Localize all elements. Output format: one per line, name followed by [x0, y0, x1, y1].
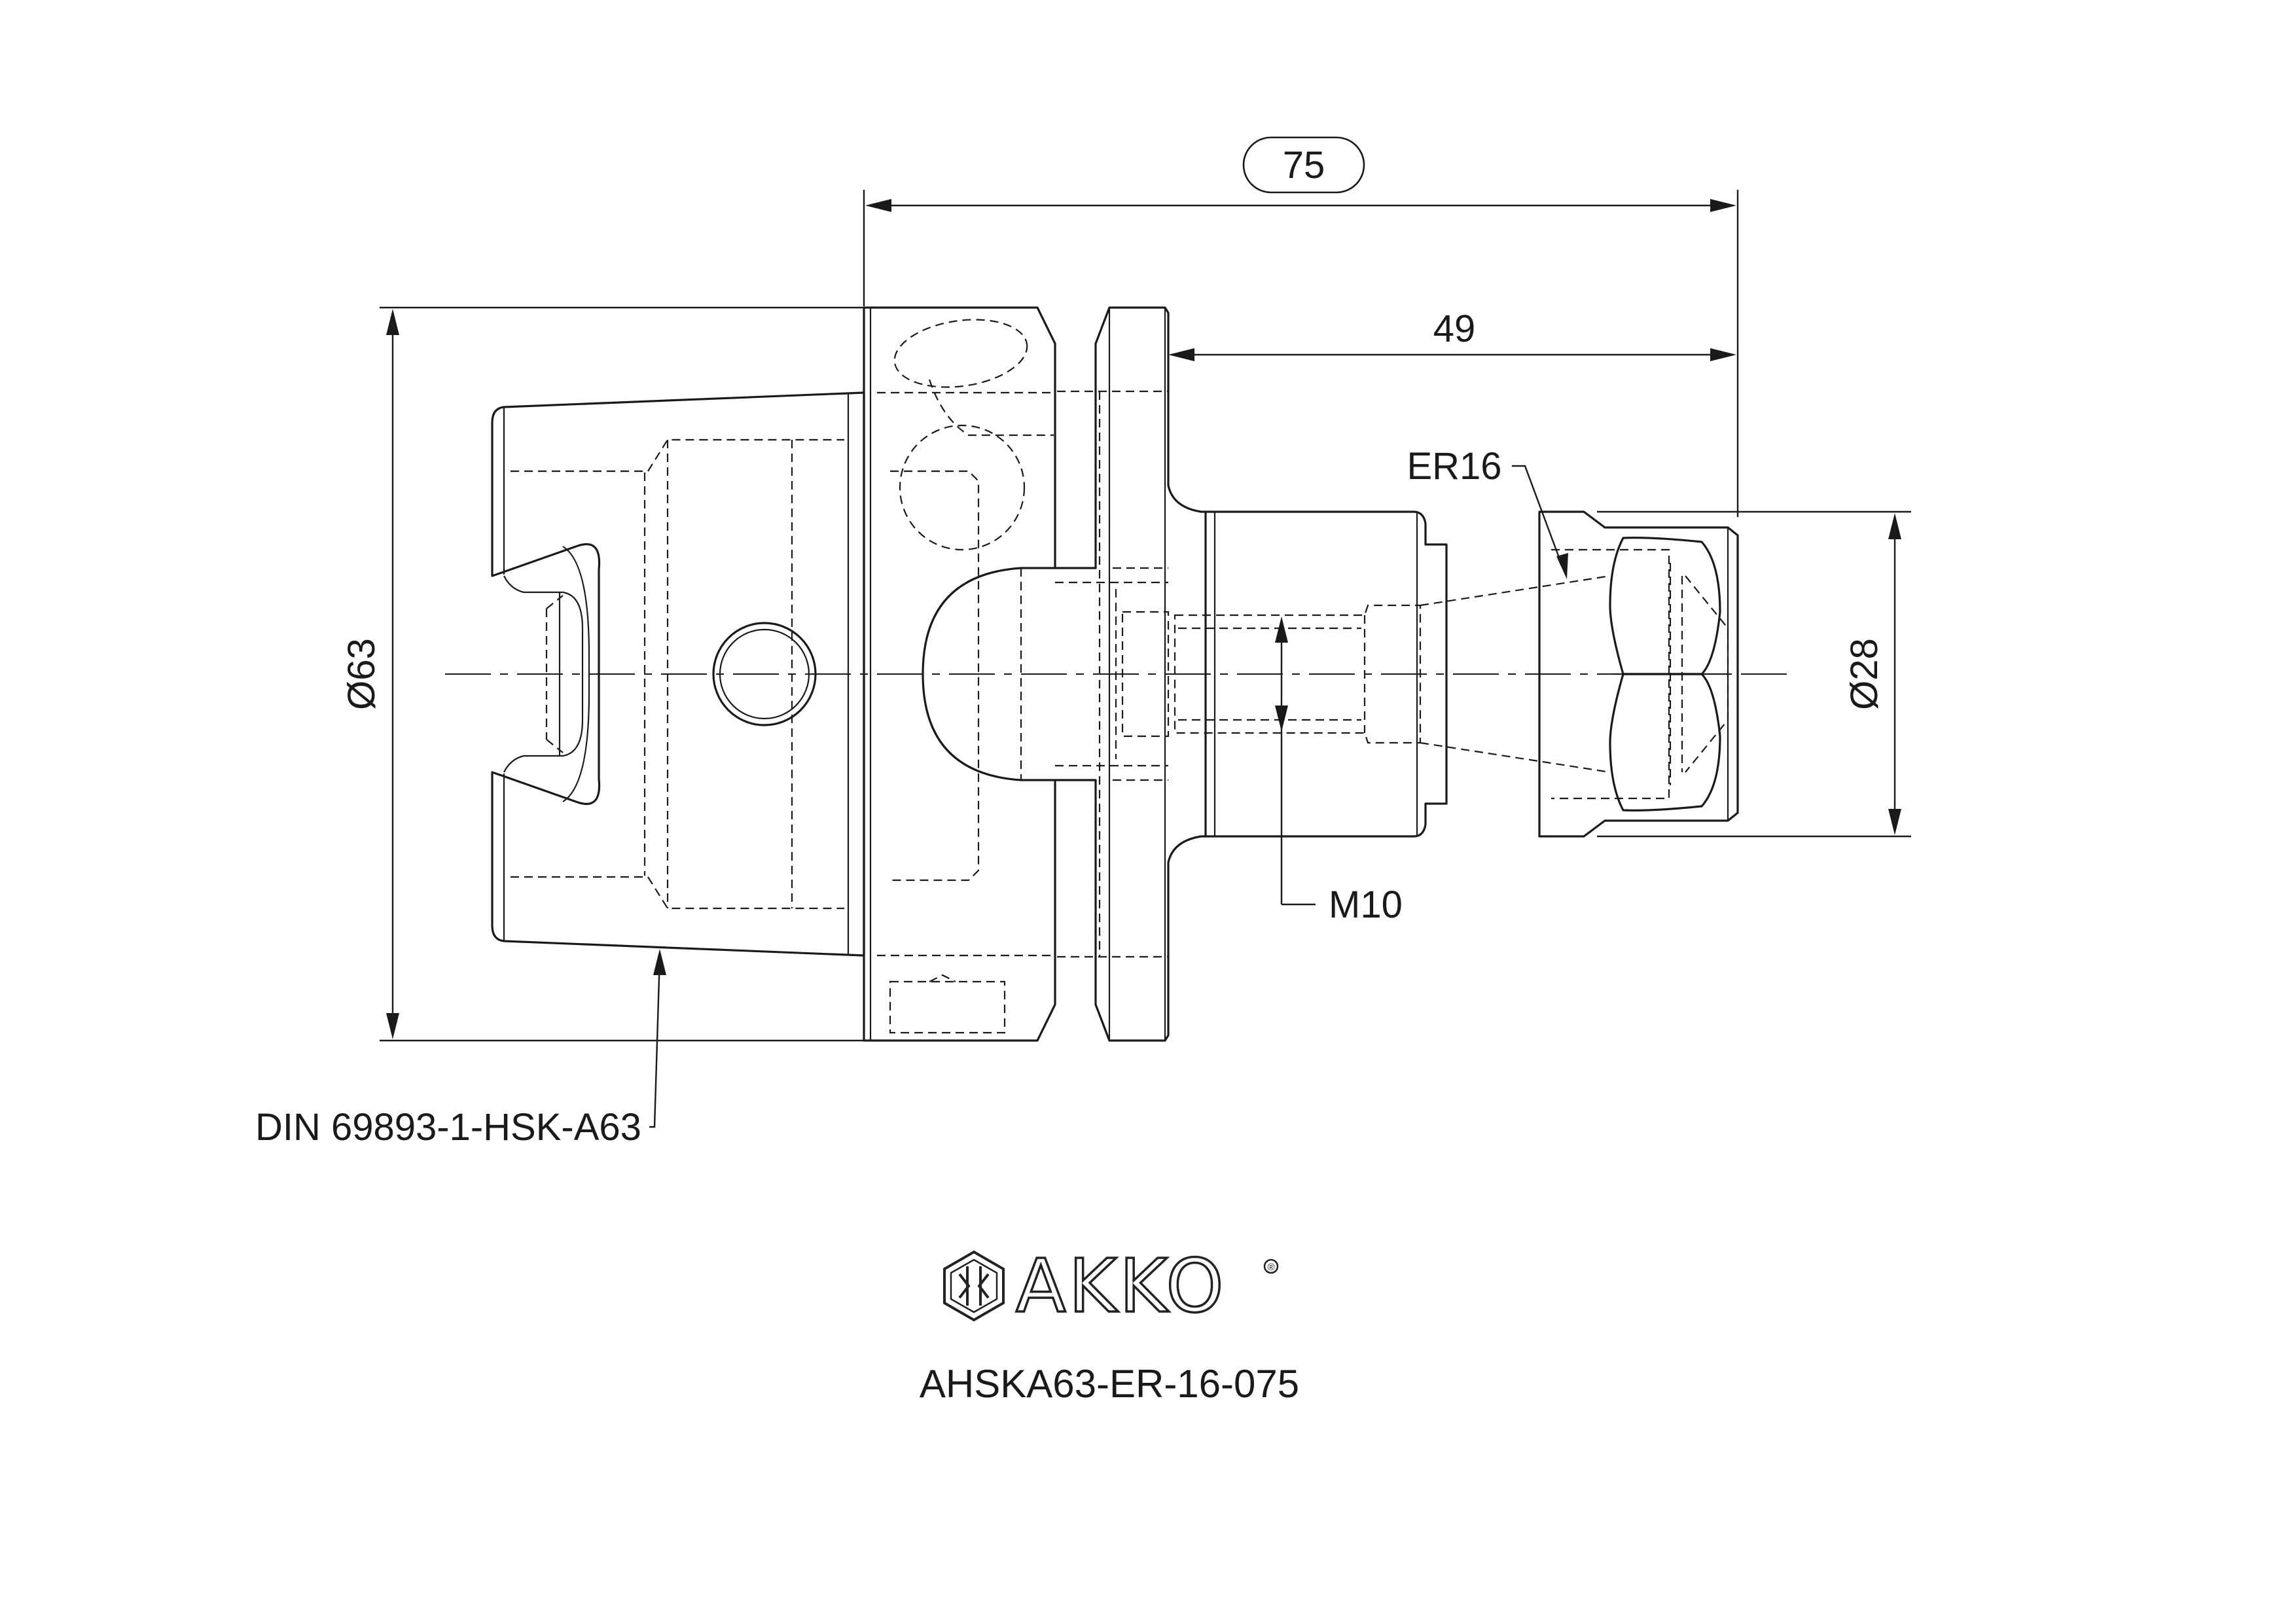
callout-er16-label: ER16: [1407, 445, 1501, 488]
dimension-28-label: Ø28: [1843, 638, 1886, 710]
collet-nut: [1538, 510, 1739, 838]
akko-logo: AKKO ®: [943, 1243, 1279, 1330]
registered-mark-icon: [1263, 1258, 1279, 1274]
dimension-75-label: 75: [1283, 144, 1325, 187]
dimension-63-label: Ø63: [340, 638, 383, 710]
dimension-box: [1242, 136, 1365, 194]
hsk-taper-shank: [491, 391, 865, 957]
part-number: AHSKA63-ER-16-075: [920, 1362, 1299, 1406]
dimension-gauge-length: 49: [1168, 308, 1736, 361]
shank-neck: [1174, 510, 1611, 838]
dimension-nut-diameter: Ø28: [1597, 510, 1911, 838]
dimension-flange-diameter: Ø63: [340, 306, 864, 1042]
registered-mark: ®: [1267, 1262, 1274, 1273]
brand-wordmark: AKKO: [1016, 1244, 1227, 1329]
callout-m10-label: M10: [1329, 883, 1403, 926]
callout-din-label: DIN 69893-1-HSK-A63: [255, 1106, 641, 1149]
callout-thread: M10: [1275, 616, 1403, 926]
akko-emblem-icon: [943, 1250, 1005, 1322]
dimension-49-label: 49: [1433, 308, 1476, 350]
dimension-overall-length: 75: [863, 136, 1739, 517]
callout-standard: DIN 69893-1-HSK-A63: [255, 949, 666, 1149]
callout-collet: ER16: [1407, 445, 1568, 579]
